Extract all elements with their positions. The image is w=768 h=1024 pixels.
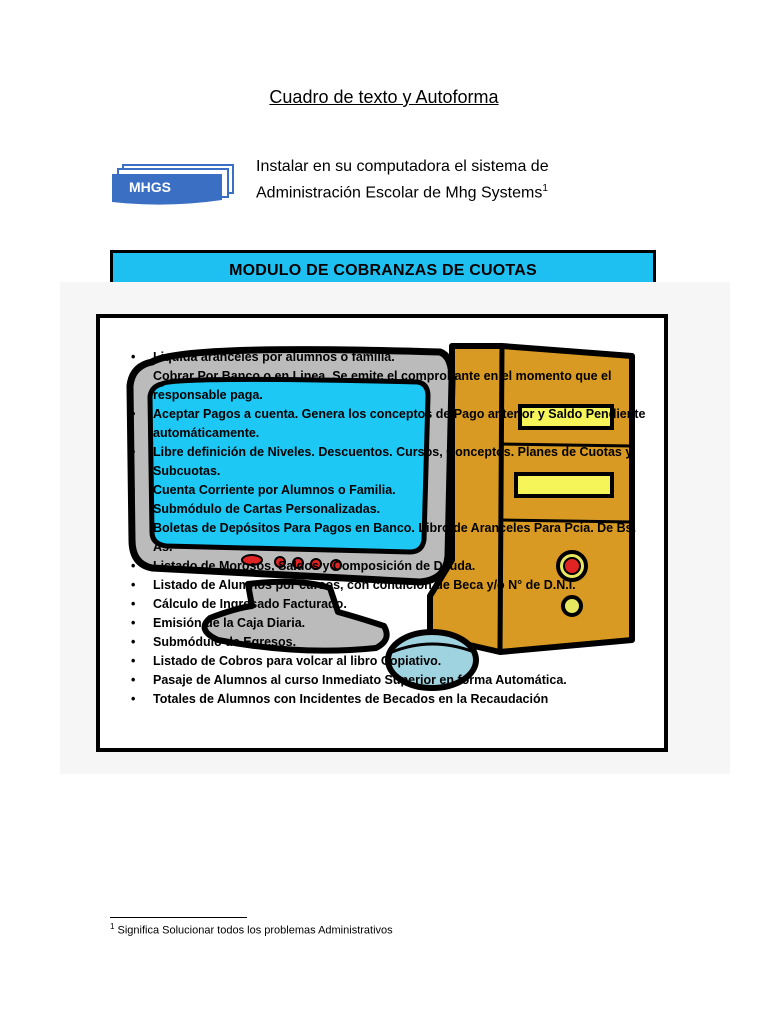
intro-line-1: Instalar en su computadora el sistema de [256, 158, 549, 175]
feature-item: Submódulo de Cartas Personalizadas. [131, 500, 651, 519]
footnote: 1 Significa Solucionar todos los problem… [110, 922, 393, 937]
footnote-number: 1 [110, 922, 115, 931]
feature-item: Pasaje de Alumnos al curso Inmediato Sup… [131, 671, 651, 690]
feature-item: Liquida aranceles por alumnos o familia. [131, 348, 651, 367]
footnote-separator [110, 917, 247, 918]
feature-item: Totales de Alumnos con Incidentes de Bec… [131, 690, 651, 709]
feature-list: Liquida aranceles por alumnos o familia.… [131, 348, 651, 709]
feature-item: Cálculo de Ingresado Facturado. [131, 595, 651, 614]
intro-line-2-text: Administración Escolar de Mhg Systems [256, 184, 543, 202]
footnote-text: Significa Solucionar todos los problemas… [114, 924, 393, 937]
feature-item: Aceptar Pagos a cuenta. Genera los conce… [131, 405, 651, 443]
module-heading: MODULO DE COBRANZAS DE CUOTAS [229, 262, 537, 279]
intro-paragraph: Instalar en su computadora el sistema de… [256, 156, 549, 204]
document-title: Cuadro de texto y Autoforma [269, 87, 499, 107]
feature-item: Cobrar Por Banco o en Linea. Se emite el… [131, 367, 651, 405]
intro-line-2: Administración Escolar de Mhg Systems1 [256, 178, 549, 204]
feature-item: Cuenta Corriente por Alumnos o Familia. [131, 481, 651, 500]
mhgs-logo: MHGS [112, 164, 234, 205]
feature-item: Boletas de Depósitos Para Pagos en Banco… [131, 519, 651, 557]
logo-text: MHGS [129, 179, 171, 195]
feature-item: Listado de Alumnos por cursos, con condi… [131, 576, 651, 595]
feature-item: Submódulo de Egresos. [131, 633, 651, 652]
footnote-reference[interactable]: 1 [542, 183, 548, 194]
feature-item: Libre definición de Niveles. Descuentos.… [131, 443, 651, 481]
feature-item: Listado de Cobros para volcar al libro C… [131, 652, 651, 671]
logo-front-plate [112, 174, 222, 205]
feature-item: Listado de Morosos, Saldos y Composición… [131, 557, 651, 576]
feature-item: Emisión de la Caja Diaria. [131, 614, 651, 633]
